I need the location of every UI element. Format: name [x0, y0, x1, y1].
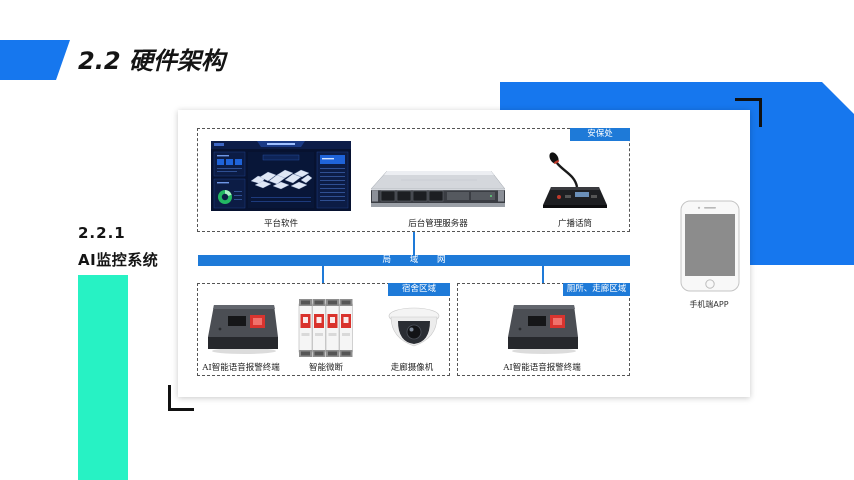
architecture-diagram-card: 安保处 — [178, 110, 750, 397]
dome-camera-image — [388, 307, 440, 347]
connector-line — [322, 266, 324, 283]
alarm-terminal-label: AI智能语音报警终端 — [503, 363, 581, 373]
toilet-corridor-area-tag: 厕所、走廊区域 — [563, 283, 630, 296]
connector-line — [542, 266, 544, 283]
lan-bar: 局 域 网 — [198, 255, 630, 266]
broadcast-microphone-label: 广播话筒 — [557, 219, 592, 229]
corner-bracket-bottom-left — [168, 385, 194, 411]
alarm-terminal-label: AI智能语音报警终端 — [202, 363, 280, 373]
title-accent-shape — [0, 40, 70, 80]
section-number: 2.2.1 — [78, 224, 126, 242]
security-office-group: 安保处 — [197, 128, 630, 232]
security-office-tag: 安保处 — [570, 128, 630, 141]
platform-software-label: 平台软件 — [263, 219, 298, 229]
circuit-breaker-image — [298, 299, 353, 357]
management-server-label: 后台管理服务器 — [408, 219, 468, 229]
dormitory-area-group: 宿舍区域 AI智能语音报警终端 — [197, 283, 450, 376]
alarm-terminal-image — [508, 305, 578, 354]
mobile-app-label: 手机端APP — [689, 300, 729, 309]
gooseneck-microphone-image — [543, 152, 607, 208]
smart-breaker-label: 智能微断 — [308, 363, 343, 373]
connector-line — [413, 232, 415, 255]
smartphone-image — [680, 200, 740, 292]
page-title: 2.2 硬件架构 — [78, 47, 225, 75]
dormitory-area-tag: 宿舍区域 — [388, 283, 450, 296]
corner-bracket-top-right — [735, 98, 762, 127]
alarm-terminal-image — [208, 305, 278, 354]
corridor-camera-label: 走廊摄像机 — [390, 363, 434, 373]
rack-server-image — [371, 171, 505, 207]
decorative-green-bar — [78, 275, 128, 480]
dashboard-screen-image — [211, 141, 351, 211]
toilet-corridor-area-group: 厕所、走廊区域 AI智能语音报警终端 — [457, 283, 630, 376]
section-title: AI监控系统 — [78, 251, 159, 269]
